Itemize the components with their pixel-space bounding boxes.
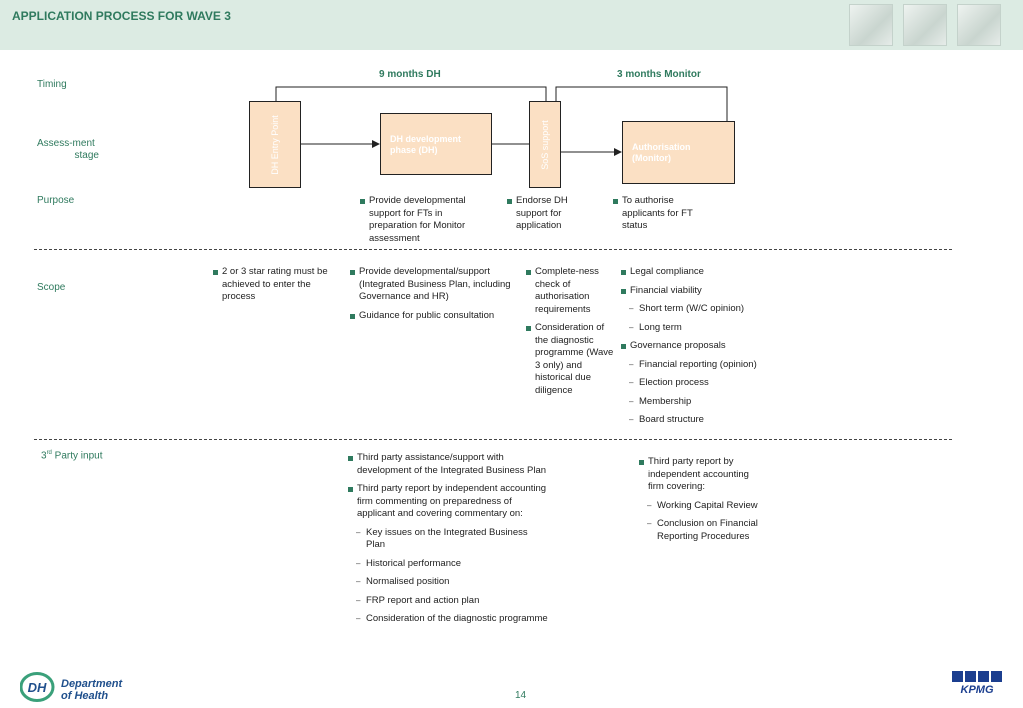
third-party-suffix: Party input <box>51 450 103 462</box>
kpmg-logo-box-4 <box>991 671 1002 682</box>
arrowhead-sos-to-authorisation <box>614 148 622 156</box>
scope-authorisation-legal: Legal compliance <box>621 266 791 279</box>
header-photo-3 <box>957 4 1001 46</box>
row-label-assessment-line2: stage <box>74 150 99 161</box>
row-label-assessment-line1: Assess-ment <box>37 138 95 149</box>
kpmg-logo-box-1 <box>952 671 963 682</box>
timing-bracket-dh <box>275 86 547 101</box>
phase-label-monitor: 3 months Monitor <box>617 69 701 80</box>
stage-box-development: DH development phase (DH) <box>380 113 492 175</box>
third-party-authorisation-sub-1: Working Capital Review <box>639 500 761 513</box>
third-party-development: Third party assistance/support with deve… <box>348 452 548 632</box>
stage-entry-label: DH Entry Point <box>270 114 280 175</box>
stage-box-authorisation: Authorisation (Monitor) <box>622 121 735 184</box>
purpose-authorisation-item: To authorise applicants for FT status <box>613 195 713 233</box>
third-party-prefix: 3 <box>41 450 47 462</box>
stage-authorisation-label: Authorisation (Monitor) <box>632 142 691 164</box>
scope-authorisation-governance-sub-1: Financial reporting (opinion) <box>621 359 791 372</box>
scope-entry-item: 2 or 3 star rating must be achieved to e… <box>213 266 345 304</box>
dh-wordmark-line2: of Health <box>61 690 109 702</box>
dh-logo-icon: DH <box>20 672 55 702</box>
kpmg-logo-text: KPMG <box>960 684 994 696</box>
scope-authorisation-financial-sub-1: Short term (W/C opinion) <box>621 303 791 316</box>
purpose-development: Provide developmental support for FTs in… <box>360 195 488 251</box>
row-label-third-party: 3rd Party input <box>41 447 103 462</box>
page-number: 14 <box>515 690 527 701</box>
stage-authorisation-line1: Authorisation <box>632 142 691 152</box>
scope-authorisation: Legal compliance Financial viability Sho… <box>621 266 791 433</box>
third-party-authorisation-sub-2: Conclusion on Financial Reporting Proced… <box>639 518 761 543</box>
row-label-assessment: Assess-ment stage <box>37 138 99 162</box>
scope-development-item-2: Guidance for public consultation <box>350 310 512 323</box>
scope-authorisation-financial-sub-2: Long term <box>621 322 791 335</box>
scope-authorisation-governance-sub-4: Board structure <box>621 414 791 427</box>
section-divider-1 <box>34 249 952 250</box>
section-divider-2 <box>34 439 952 440</box>
page-title: APPLICATION PROCESS FOR WAVE 3 <box>12 9 231 23</box>
third-party-authorisation: Third party report by independent accoun… <box>639 456 761 549</box>
dh-wordmark-line1: Department <box>61 678 123 690</box>
scope-sos-item-1: Complete-ness check of authorisation req… <box>526 266 616 316</box>
stage-development-label: DH development phase (DH) <box>390 134 461 156</box>
stage-development-line1: DH development <box>390 134 462 144</box>
stage-authorisation-line2: (Monitor) <box>632 153 671 163</box>
scope-authorisation-governance: Governance proposals <box>621 340 791 353</box>
dh-wordmark: Department of Health <box>61 678 122 702</box>
kpmg-logo: KPMG <box>952 671 1002 697</box>
third-party-authorisation-item-1: Third party report by independent accoun… <box>639 456 761 494</box>
row-label-timing: Timing <box>37 79 67 90</box>
header-bar: APPLICATION PROCESS FOR WAVE 3 <box>0 0 1023 50</box>
arrowhead-entry-to-development <box>372 140 380 148</box>
header-photo-1 <box>849 4 893 46</box>
scope-authorisation-governance-sub-2: Election process <box>621 377 791 390</box>
scope-development: Provide developmental/support (Integrate… <box>350 266 512 328</box>
third-party-development-sub-1: Key issues on the Integrated Business Pl… <box>348 527 548 552</box>
third-party-development-sub-4: FRP report and action plan <box>348 595 548 608</box>
scope-sos-item-2: Consideration of the diagnostic programm… <box>526 322 616 397</box>
scope-entry: 2 or 3 star rating must be achieved to e… <box>213 266 345 310</box>
purpose-authorisation: To authorise applicants for FT status <box>613 195 713 239</box>
purpose-sos-item: Endorse DH support for application <box>507 195 597 233</box>
scope-development-item-1: Provide developmental/support (Integrate… <box>350 266 512 304</box>
dh-logo-mark: DH <box>28 680 47 695</box>
stage-sos-label: SoS support <box>540 119 550 170</box>
third-party-development-item-1: Third party assistance/support with deve… <box>348 452 548 477</box>
stage-box-entry: DH Entry Point <box>249 101 301 188</box>
scope-authorisation-financial: Financial viability <box>621 285 791 298</box>
stage-development-line2: phase (DH) <box>390 145 438 155</box>
row-label-scope: Scope <box>37 282 66 293</box>
row-label-purpose: Purpose <box>37 195 75 206</box>
header-photo-2 <box>903 4 947 46</box>
third-party-development-sub-5: Consideration of the diagnostic programm… <box>348 613 548 626</box>
purpose-sos: Endorse DH support for application <box>507 195 597 239</box>
scope-sos: Complete-ness check of authorisation req… <box>526 266 616 403</box>
third-party-development-item-2: Third party report by independent accoun… <box>348 483 548 521</box>
kpmg-logo-box-2 <box>965 671 976 682</box>
third-party-development-sub-3: Normalised position <box>348 576 548 589</box>
phase-label-dh: 9 months DH <box>379 69 441 80</box>
purpose-development-item: Provide developmental support for FTs in… <box>360 195 488 245</box>
timing-bracket-monitor <box>555 86 728 121</box>
third-party-sup: rd <box>46 450 52 456</box>
scope-authorisation-governance-sub-3: Membership <box>621 396 791 409</box>
third-party-development-sub-2: Historical performance <box>348 558 548 571</box>
kpmg-logo-box-3 <box>978 671 989 682</box>
stage-box-sos: SoS support <box>529 101 561 188</box>
